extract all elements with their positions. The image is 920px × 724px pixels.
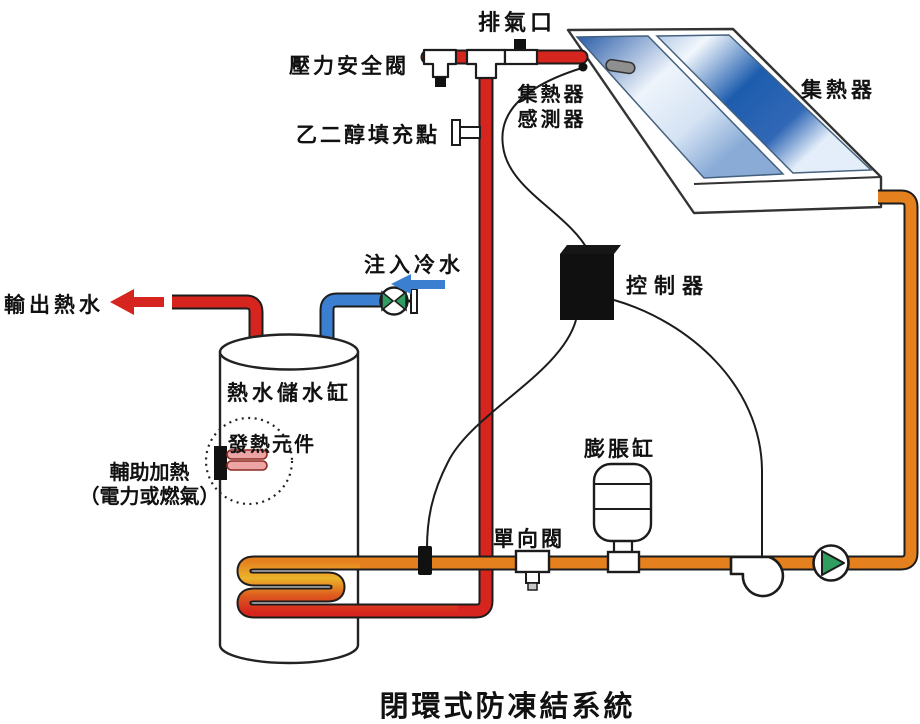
tank-sensor: [418, 546, 432, 575]
aux-heating-label-line2: （電力或燃氣）: [79, 486, 220, 508]
collector-sensor-pocket: [605, 58, 636, 75]
glycol-fill-fitting: [451, 119, 481, 146]
check-valve-label: 單向閥: [493, 527, 565, 551]
hot-water-arrow: [110, 289, 164, 315]
output-hot-water-label: 輸出熱水: [4, 293, 104, 317]
pump-wire: [613, 299, 763, 557]
check-valve-symbol: [514, 549, 551, 591]
tee-fitting: [465, 48, 507, 80]
collector-sensor-label: 集熱器 感測器: [502, 83, 602, 133]
collector-sensor-dot: [578, 62, 588, 72]
cold-water-inlet-pipe: [319, 292, 382, 350]
heating-coil-and-riser: [236, 57, 494, 619]
expansion-tank-vessel: [592, 462, 653, 574]
solar-collector: [566, 27, 883, 215]
collector-supply-pipe: [360, 189, 919, 571]
sensor-wire-tank: [426, 319, 577, 549]
heating-element-symbol: [214, 446, 268, 480]
cold-water-valve: [379, 286, 418, 316]
controller-box: [560, 245, 621, 320]
air-vent-label: 排氣口: [478, 10, 557, 35]
pressure-safety-valve-symbol: [422, 48, 458, 87]
aux-heating-dotted-circle: [204, 416, 294, 506]
collector-sensor-label-line2: 感測器: [517, 109, 587, 131]
collector-glass-right: [655, 34, 873, 174]
aux-heating-label: 輔助加熱 （電力或燃氣）: [62, 461, 237, 509]
flow-direction-valve: [812, 544, 850, 582]
expansion-tank-label: 膨脹缸: [584, 437, 656, 461]
air-vent-symbol: [503, 39, 539, 66]
controller-label: 控制器: [626, 274, 710, 298]
pressure-safety-valve-label: 壓力安全閥: [289, 54, 409, 78]
hot-water-outlet-pipe: [172, 294, 264, 350]
pump-symbol: [729, 555, 785, 598]
cold-water-arrow: [391, 274, 445, 294]
aux-heating-label-line1: 輔助加熱: [109, 462, 190, 484]
inject-cold-water-label: 注入冷水: [364, 253, 464, 277]
sensor-wire-collector: [501, 67, 590, 253]
diagram-title: 閉環式防凍結系統: [379, 691, 636, 723]
heating-element-label: 發熱元件: [228, 434, 316, 456]
glycol-fill-label: 乙二醇填充點: [296, 123, 440, 147]
collector-label: 集熱器: [801, 78, 876, 102]
collector-sensor-label-line1: 集熱器: [517, 84, 587, 106]
hot-water-tank-label: 熱水儲水缸: [227, 381, 352, 405]
